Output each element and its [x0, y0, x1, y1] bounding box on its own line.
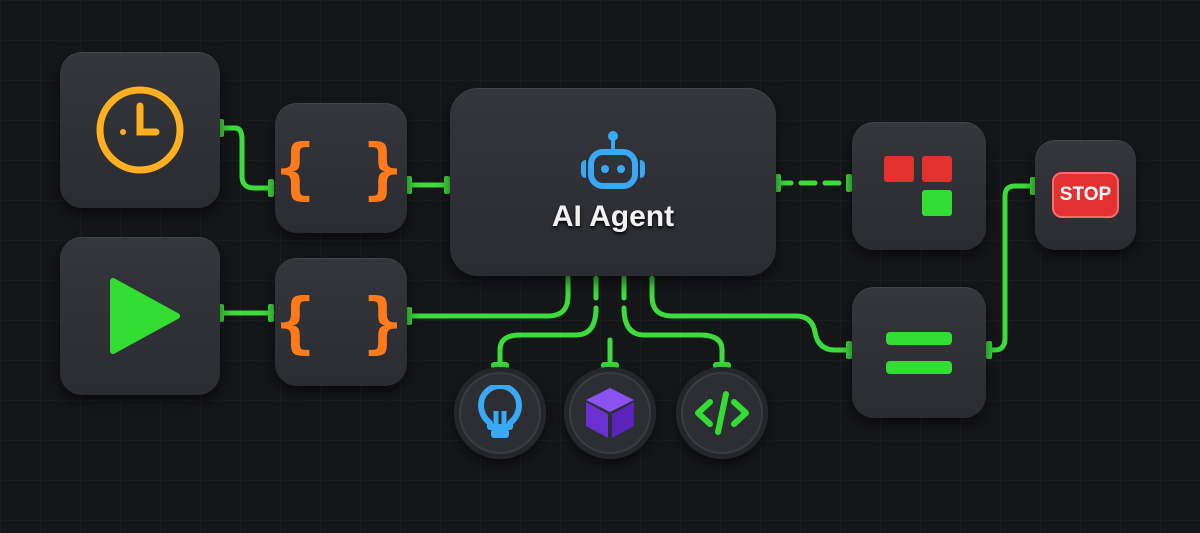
schedule-trigger-node[interactable] — [60, 52, 220, 208]
wire-agent-bulb — [497, 275, 599, 369]
stop-label: STOP — [1051, 172, 1120, 218]
ai-agent-node[interactable]: AI Agent — [450, 88, 776, 276]
stop-node[interactable]: STOP — [1035, 140, 1136, 250]
braces-icon: { } — [275, 129, 407, 207]
wire-agent-filter — [649, 275, 853, 353]
switch-node[interactable] — [852, 122, 986, 250]
robot-icon — [581, 131, 645, 189]
equals-icon — [886, 331, 952, 374]
tool-lightbulb[interactable] — [454, 367, 546, 459]
agent-title: AI Agent — [551, 200, 675, 233]
code-icon — [695, 391, 749, 435]
wire-filter-stop — [985, 183, 1035, 353]
tool-cube[interactable] — [564, 367, 656, 459]
filter-node[interactable] — [852, 287, 986, 418]
wire-code2-agent — [405, 275, 571, 319]
code-node-2[interactable]: { } — [275, 258, 407, 386]
code-node-1[interactable]: { } — [275, 103, 407, 233]
lightbulb-icon — [478, 385, 522, 438]
wire-agent-code — [621, 275, 725, 369]
cube-icon — [586, 388, 634, 438]
play-icon — [110, 278, 180, 354]
braces-icon: { } — [275, 283, 407, 361]
blocks-icon — [884, 156, 952, 216]
manual-trigger-node[interactable] — [60, 237, 220, 395]
tool-code[interactable] — [676, 367, 768, 459]
wire-clock-code1 — [219, 125, 275, 191]
clock-icon — [96, 86, 184, 174]
